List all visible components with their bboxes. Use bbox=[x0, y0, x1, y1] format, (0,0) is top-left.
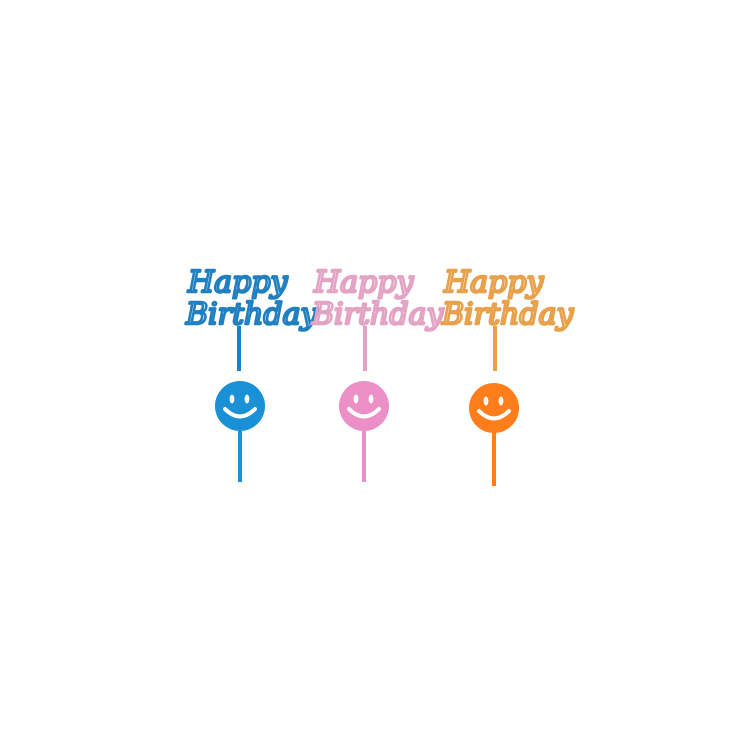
happy-birthday-topper-pink: Happy Birthday bbox=[310, 264, 446, 371]
smiley-icon bbox=[215, 381, 265, 482]
smiley-mouth bbox=[477, 409, 511, 421]
smiley-stick bbox=[362, 430, 366, 482]
topper-stick-upper bbox=[237, 326, 241, 371]
smiley-stick bbox=[492, 432, 496, 486]
cake-topper-orange: Happy Birthday bbox=[436, 262, 576, 492]
happy-birthday-topper-blue: Happy Birthday bbox=[184, 264, 320, 371]
smiley-right-eye bbox=[368, 394, 374, 404]
topper-line2: Birthday bbox=[441, 297, 574, 332]
smiley-pick-orange bbox=[466, 374, 522, 488]
topper-line2: Birthday bbox=[185, 297, 318, 332]
topper-line1: Happy bbox=[443, 265, 544, 300]
topper-line2: Birthday bbox=[311, 297, 444, 332]
smiley-face bbox=[215, 381, 265, 431]
smiley-face bbox=[469, 383, 519, 433]
cake-topper-pink: Happy Birthday bbox=[306, 262, 446, 492]
smiley-left-eye bbox=[483, 396, 489, 406]
smiley-stick bbox=[238, 430, 242, 482]
cake-topper-blue: Happy Birthday bbox=[180, 262, 320, 492]
smiley-right-eye bbox=[244, 394, 250, 404]
smiley-right-eye bbox=[498, 396, 504, 406]
smiley-left-eye bbox=[229, 394, 235, 404]
smiley-mouth bbox=[223, 407, 257, 419]
smiley-pick-blue bbox=[212, 372, 268, 484]
topper-stick-upper bbox=[363, 326, 367, 371]
smiley-icon bbox=[469, 383, 519, 486]
topper-stick-upper bbox=[493, 326, 497, 371]
smiley-icon bbox=[339, 381, 389, 482]
topper-line1: Happy bbox=[313, 265, 414, 300]
smiley-face bbox=[339, 381, 389, 431]
topper-line1: Happy bbox=[187, 265, 288, 300]
happy-birthday-topper-orange: Happy Birthday bbox=[440, 264, 576, 371]
smiley-left-eye bbox=[353, 394, 359, 404]
smiley-pick-pink bbox=[336, 372, 392, 484]
smiley-mouth bbox=[347, 407, 381, 419]
